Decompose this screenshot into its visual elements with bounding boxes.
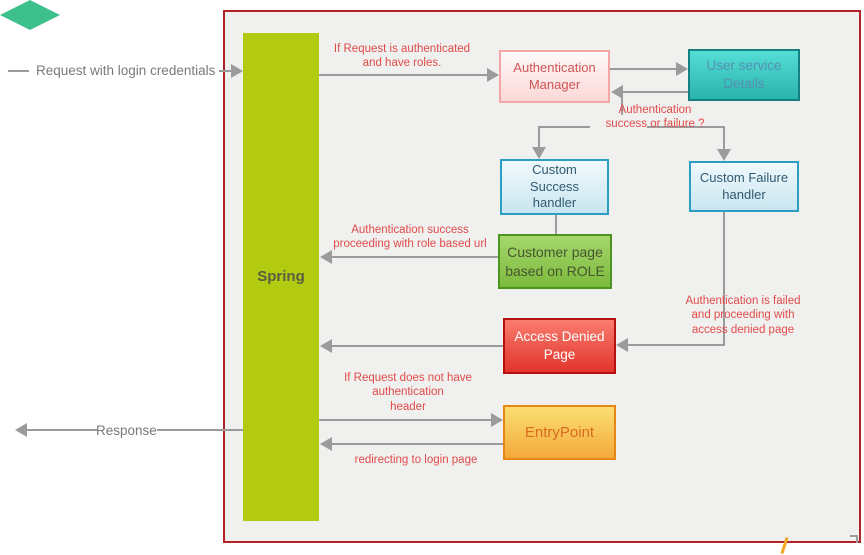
annotation-auth-success: Authentication success proceeding with r… bbox=[333, 224, 487, 251]
connector-entrypoint-spring bbox=[332, 443, 503, 445]
connector-response-left bbox=[27, 429, 97, 431]
connector-failure-down bbox=[723, 212, 725, 346]
connector-request-dash bbox=[8, 70, 29, 72]
response-label: Response bbox=[96, 423, 157, 438]
connector-decision-right-down bbox=[723, 127, 725, 151]
arrowhead-response-icon bbox=[15, 423, 27, 437]
arrowhead-customsuccess-icon bbox=[532, 147, 546, 159]
arrowhead-spring-role-icon bbox=[320, 250, 332, 264]
arrowhead-accessdenied-icon bbox=[616, 338, 628, 352]
connector-authmanager-decision bbox=[621, 93, 623, 115]
request-label: Request with login credentials bbox=[36, 63, 216, 78]
connector-decision-left bbox=[538, 126, 590, 128]
connector-spring-entrypoint bbox=[319, 419, 492, 421]
customer-page-box: Customer page based on ROLE bbox=[498, 234, 612, 289]
custom-failure-handler-box: Custom Failure handler bbox=[689, 161, 799, 212]
custom-success-handler-box: Custom Success handler bbox=[500, 159, 609, 215]
arrowhead-spring-denied-icon bbox=[320, 339, 332, 353]
arrowhead-into-spring-icon bbox=[231, 64, 243, 78]
connector-decision-right bbox=[647, 126, 725, 128]
connector-userservice-authmanager bbox=[623, 91, 688, 93]
connector-customerpage-spring bbox=[332, 256, 498, 258]
spring-container: Spring bbox=[243, 33, 319, 521]
annotation-if-authenticated: If Request is authenticated and have rol… bbox=[333, 43, 471, 70]
authentication-manager-box: Authentication Manager bbox=[499, 50, 610, 103]
access-denied-page-box: Access Denied Page bbox=[503, 318, 616, 374]
annotation-redirect: redirecting to login page bbox=[354, 454, 478, 466]
arrowhead-spring-redirect-icon bbox=[320, 437, 332, 451]
entrypoint-box: EntryPoint bbox=[503, 405, 616, 460]
connector-response-right bbox=[157, 429, 243, 431]
arrowhead-userservice-icon bbox=[676, 62, 688, 76]
arrowhead-entrypoint-icon bbox=[491, 413, 503, 427]
annotation-auth-failed: Authentication is failed and proceeding … bbox=[685, 295, 801, 336]
corner-handle-icon bbox=[850, 535, 858, 543]
connector-failure-denied bbox=[628, 344, 725, 346]
arrowhead-customfailure-icon bbox=[717, 149, 731, 161]
connector-spring-authmanager bbox=[319, 74, 488, 76]
connector-request-into-spring bbox=[219, 70, 232, 72]
connector-authmanager-userservice bbox=[610, 68, 677, 70]
user-service-details-box: User service Details bbox=[688, 49, 800, 101]
decision-label: Authentication success or failure ? bbox=[605, 104, 705, 131]
arrowhead-authmanager-icon bbox=[487, 68, 499, 82]
annotation-no-header: If Request does not have authentication … bbox=[344, 372, 472, 413]
connector-denied-spring bbox=[332, 345, 503, 347]
connector-decision-left-down bbox=[538, 127, 540, 149]
connector-success-customerpage bbox=[555, 215, 557, 234]
arrowhead-back-authmanager-icon bbox=[611, 85, 623, 99]
decision-diamond bbox=[0, 0, 60, 30]
